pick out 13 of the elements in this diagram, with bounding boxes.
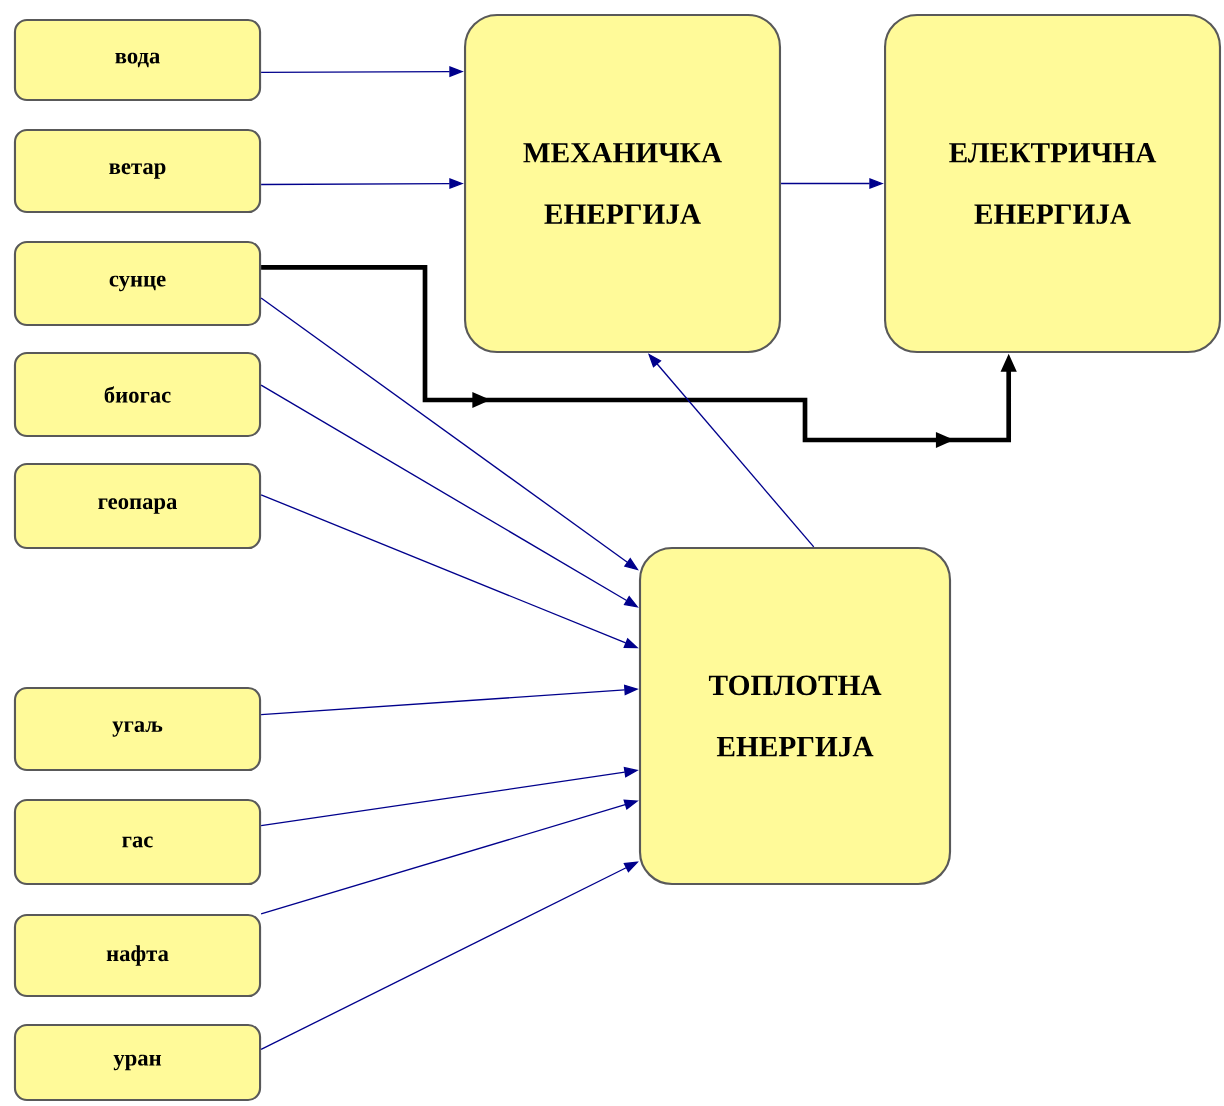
source-box: гас [13, 798, 262, 886]
energy-box: МЕХАНИЧКА ЕНЕРГИЈА [463, 13, 782, 354]
energy-box: ЕЛЕКТРИЧНА ЕНЕРГИЈА [883, 13, 1222, 354]
source-box: нафта [13, 913, 262, 998]
source-box: ветар [13, 128, 262, 214]
source-box: вода [13, 18, 262, 102]
source-box: угаљ [13, 686, 262, 772]
source-box: биогас [13, 351, 262, 438]
arrow [260, 297, 639, 571]
source-box: сунце [13, 240, 262, 327]
source-box: геопара [13, 462, 262, 550]
source-box: уран [13, 1023, 262, 1102]
energy-box: ТОПЛОТНА ЕНЕРГИЈА [638, 546, 952, 886]
